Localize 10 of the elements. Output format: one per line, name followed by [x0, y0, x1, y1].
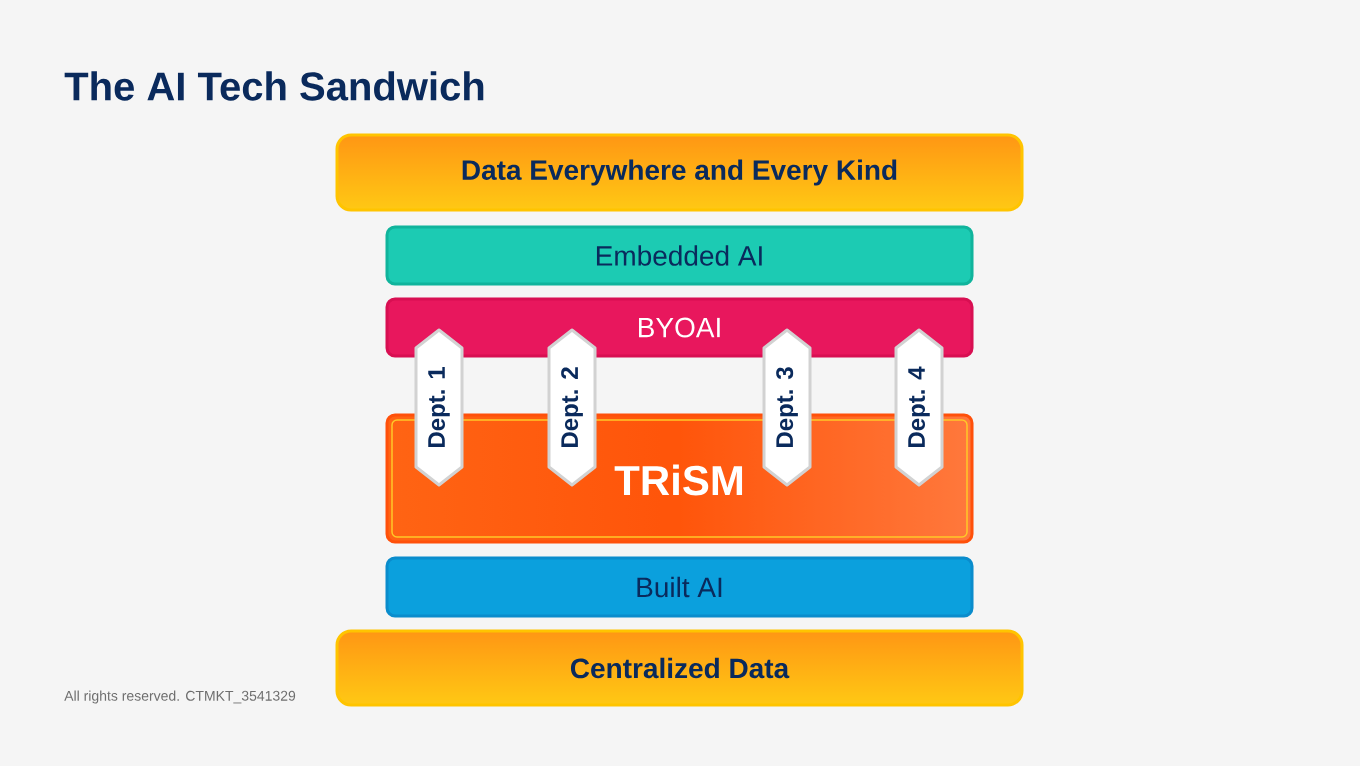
layer-band: Data Everywhere and Every Kind [335, 133, 1024, 212]
pillar-tag: Dept. 4 [894, 328, 944, 487]
pillar-tag: Dept. 3 [762, 328, 812, 487]
pillar-tag: Dept. 2 [547, 328, 597, 487]
pillar-tag: Dept. 1 [414, 328, 464, 487]
layer-band: Centralized Data [335, 629, 1024, 707]
layer-band: Built AI [385, 556, 974, 618]
footnote: All rights reserved. CTMKT_3541329 [64, 690, 296, 704]
title: The AI Tech Sandwich [64, 71, 484, 101]
layer-band: Embedded AI [385, 225, 974, 286]
